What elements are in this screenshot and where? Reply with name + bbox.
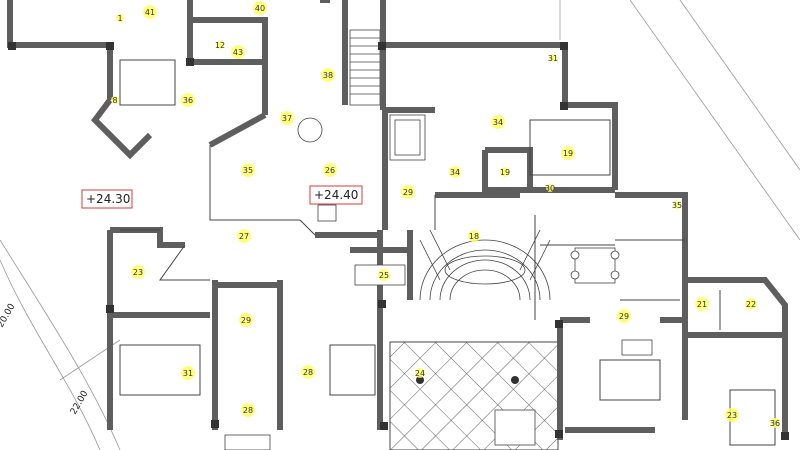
room-marker-circle [401,185,415,199]
room-marker-circle [695,297,709,311]
room-label: 31 [183,369,193,378]
room-label: 38 [323,71,333,80]
room-marker-circle [546,184,554,192]
room-label: 40 [255,4,265,13]
room-label: 35 [672,201,682,210]
room-marker-circle [549,54,557,62]
interior-lines [119,59,776,446]
room-marker-circle [241,403,255,417]
room-marker-circle [181,366,195,380]
columns [8,42,789,440]
room-label: 36 [770,419,780,428]
room-label: 25 [379,271,389,280]
room-label: 19 [563,149,573,158]
room-label: 28 [243,406,253,415]
room-label: 29 [403,188,413,197]
room-label: 1 [117,14,122,23]
room-marker-circle [143,5,157,19]
level-box-center [309,185,363,205]
room-label: 37 [282,114,292,123]
room-label: 18 [469,232,479,241]
level-left: +24.30 [86,192,130,206]
room-marker-circle [561,146,575,160]
room-marker-circle [500,167,510,177]
room-label: 24 [415,369,425,378]
room-marker-circle [415,368,425,378]
room-marker-circle [323,163,337,177]
level-box-left [81,189,133,209]
room-marker-circle [280,111,294,125]
furniture [224,114,653,450]
room-label: 22 [746,300,756,309]
room-marker-circle [770,418,780,428]
room-label: 41 [145,8,155,17]
room-label: 28 [303,368,313,377]
room-label: 31 [548,54,558,63]
room-label: 12 [215,41,225,50]
room-label: 21 [697,300,707,309]
room-label: 29 [241,316,251,325]
room-marker-circle [131,265,145,279]
room-label: 36 [183,96,193,105]
room-marker-circle [237,229,251,243]
room-label: 26 [325,166,335,175]
room-marker-circle [745,298,757,310]
room-label: 35 [243,166,253,175]
room-label: 34 [450,168,460,177]
room-marker-circle [673,201,681,209]
room-marker-circle [321,68,335,82]
room-marker-circle [231,45,245,59]
room-marker-circle [111,96,119,104]
room-label: 30 [545,184,555,193]
room-markers: 41 40 43 12 38 36 37 8 35 26 34 31 29 34 19 19 30 35 18 27 2… [111,1,780,428]
room-marker-circle [449,166,461,178]
room-marker-circle [239,313,253,327]
room-label: 23 [727,411,737,420]
room-label: 27 [239,232,249,241]
room-label: 19 [500,168,510,177]
straight-stair [349,29,381,106]
room-marker-circle [181,93,195,107]
room-marker-circle [116,14,124,22]
level-center: +24.40 [314,188,358,202]
room-label: 8 [112,96,117,105]
room-marker-circle [253,1,267,15]
room-marker-circle [725,408,739,422]
room-label: 23 [133,268,143,277]
room-label: 34 [493,118,503,127]
room-marker-circle [491,115,505,129]
room-marker-circle [468,230,480,242]
room-marker-circle [241,163,255,177]
room-marker-circle [301,365,315,379]
room-marker-circle [378,269,390,281]
room-marker-circle [216,41,224,49]
room-label: 43 [233,48,243,57]
room-label: 29 [619,312,629,321]
room-marker-circle [617,309,631,323]
